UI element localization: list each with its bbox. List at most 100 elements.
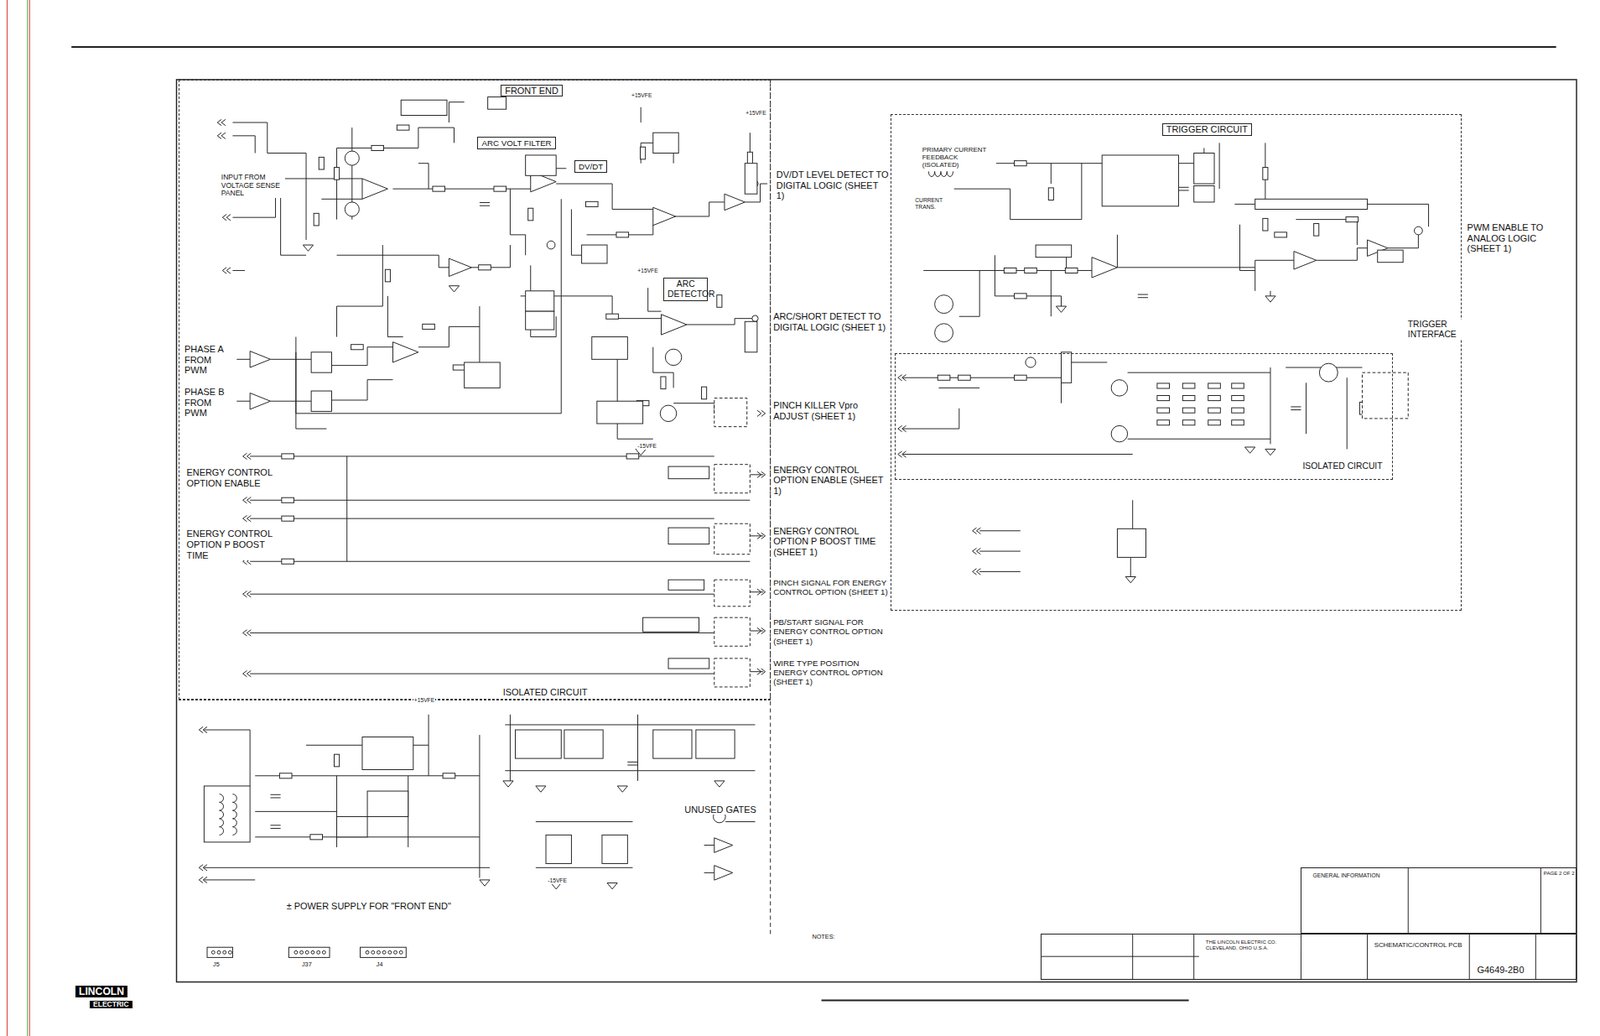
resistor-symbol [1208,395,1221,401]
wire [979,550,1021,552]
resistor-symbol [478,264,492,271]
resistor-symbol [528,207,534,221]
wire [1132,499,1133,529]
wire [392,163,429,189]
wire [979,571,1021,572]
transistor-symbol [1111,379,1128,396]
transistor-symbol [1319,363,1338,382]
resistor-symbol [1182,420,1195,426]
wire [336,147,338,219]
ground-symbol [503,780,514,787]
wire [1080,163,1082,220]
resistor-symbol [1231,395,1245,401]
component-outline [1194,185,1215,202]
ground-symbol [448,285,459,292]
wire [637,714,639,781]
connector-symbol [898,451,907,458]
wire [1127,372,1271,374]
op-amp-symbol [448,258,472,276]
capacitor-symbol [1137,294,1149,298]
wire [296,337,328,430]
wire [1130,556,1132,577]
transistor-symbol [664,348,681,365]
signal-label: +15VFE [636,267,659,275]
capacitor-symbol [270,825,281,829]
component-outline [515,729,562,759]
resistor-symbol [937,374,951,380]
op-amp-symbol [714,865,733,881]
wire [249,673,715,675]
connector-symbol [243,515,252,522]
connector-pin [300,950,304,954]
drawing-border [176,79,1578,982]
op-amp-symbol [661,314,687,335]
title-block-rule [1407,867,1409,934]
wire [903,453,1133,455]
title-block-rule [1300,933,1302,980]
resistor-symbol [310,834,323,840]
resistor-symbol [318,156,324,170]
connector-pin [305,950,309,954]
connector-pin [311,950,315,954]
connector-symbol [198,864,208,871]
wire [504,769,755,771]
transistor-symbol [1111,425,1128,442]
signal-label: LINCOLN [75,985,128,998]
signal-label: PB/START SIGNAL FOR ENERGY CONTROL OPTIO… [772,617,891,646]
margin-line [26,0,28,1036]
wire [903,362,1107,378]
component-outline [525,290,555,312]
block-title: DV/DT [578,161,603,172]
resistor-symbol [1231,420,1245,426]
page-rule [71,46,1556,48]
ground-symbol [302,244,313,251]
connector-pin [365,950,369,954]
wire [1239,224,1255,271]
transistor-symbol [1025,357,1036,368]
ground-symbol [1265,296,1276,302]
wire [387,296,403,338]
resistor-symbol [422,323,436,329]
capacitor-symbol [479,202,490,207]
component-outline [668,527,710,544]
wire [203,729,250,731]
resistor-symbol [1157,383,1170,389]
component-outline [643,617,700,632]
component-outline [564,729,603,759]
section-region: ISOLATED CIRCUIT± POWER SUPPLY FOR "FRON… [178,699,771,930]
region-heading: ISOLATED CIRCUIT [502,686,589,698]
connector-pin [371,950,375,954]
signal-label: ENERGY CONTROL OPTION ENABLE (SHEET 1) [772,464,884,497]
signal-label: PINCH SIGNAL FOR ENERGY CONTROL OPTION (… [772,577,891,597]
wire [249,561,750,562]
signal-label: +15VFE [630,92,653,99]
component-outline [1116,528,1146,557]
component-outline [1194,153,1215,185]
connector-symbol [898,374,907,381]
resistor-symbol [1157,407,1170,413]
connector-symbol [198,726,208,733]
signal-label: ENERGY CONTROL OPTION P BOOST TIME [185,528,281,561]
signal-label: -15VFE [636,442,658,450]
component-outline [744,163,758,195]
region-heading: ISOLATED CIRCUIT [1301,461,1383,472]
connector-symbol [972,527,982,534]
resistor-symbol [1262,218,1268,231]
wire [1295,219,1357,245]
component-outline [592,337,629,360]
wire [673,202,725,217]
resistor-symbol [958,374,972,380]
resistor-symbol [371,145,385,151]
section-region: FRONT ENDARC VOLT FILTERDV/DTARC DETECTO… [178,79,771,700]
page-rule [821,999,1190,1002]
transistor-symbol [752,315,759,322]
component-outline [668,658,710,669]
signal-label: PWM ENABLE TO ANALOG LOGIC (SHEET 1) [1466,222,1571,255]
signal-label: +15VFE [413,696,436,704]
resistor-symbol [1014,374,1028,380]
op-amp-symbol [362,178,388,199]
resistor-symbol [1157,420,1170,426]
connector-symbol [217,132,226,139]
op-amp-symbol [653,207,676,225]
component-outline [581,244,608,264]
